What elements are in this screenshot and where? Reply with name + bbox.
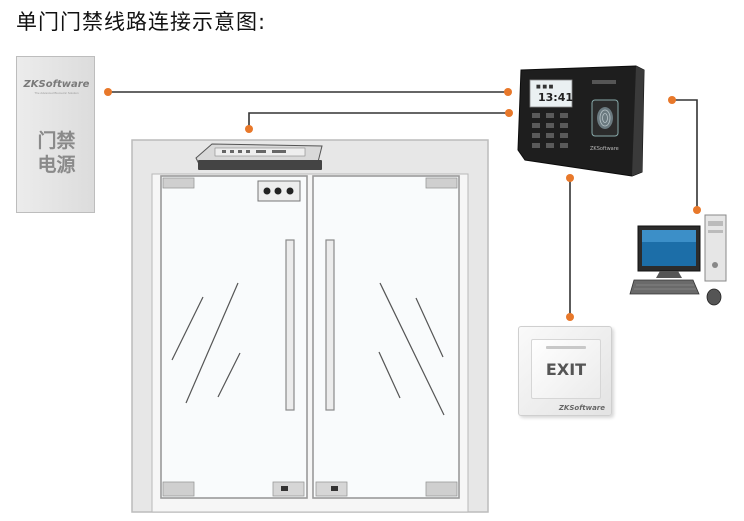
terminal-keypad <box>532 113 568 148</box>
exit-button-icon: EXIT ZKSoftware <box>518 326 612 416</box>
electric-lock-icon <box>195 143 323 202</box>
power-supply-tagline: The Advanced Biometric Solution <box>34 91 79 95</box>
handle-right <box>325 239 335 411</box>
diagram-title: 单门门禁线路连接示意图: <box>16 10 267 34</box>
door-icon <box>131 139 489 513</box>
exit-button-face: EXIT <box>531 339 601 399</box>
power-supply-brand: ZKSoftware <box>23 79 90 90</box>
wire-lock-to-terminal <box>248 112 509 128</box>
power-supply-label: 门禁 电源 <box>17 129 96 177</box>
power-supply-icon: ZKSoftware The Advanced Biometric Soluti… <box>16 56 95 213</box>
exit-button-brand: ZKSoftware <box>558 404 605 412</box>
exit-button-label: EXIT <box>545 360 587 379</box>
terminal-screen-time: 13:41 <box>538 91 573 104</box>
node-computer <box>693 206 701 214</box>
keyboard <box>629 279 700 295</box>
power-supply-label-line2: 电源 <box>37 154 76 176</box>
node-terminal-computer <box>668 96 676 104</box>
node-lock <box>245 125 253 133</box>
terminal-brand: ZKSoftware <box>590 146 619 152</box>
svg-text:■ ■ ■: ■ ■ ■ <box>536 84 554 90</box>
node-exit <box>566 313 574 321</box>
wire-terminal-to-computer <box>672 99 698 209</box>
terminal-screen <box>529 79 573 108</box>
mouse <box>706 288 722 306</box>
fingerprint-terminal-icon: ■ ■ ■ 13:41 ZKSoftware <box>517 65 645 177</box>
handle-left <box>285 239 295 411</box>
node-terminal-exit <box>566 174 574 182</box>
wire-nodes <box>104 88 701 321</box>
node-power <box>104 88 112 96</box>
computer-icon <box>629 214 727 306</box>
door-leaf-right <box>312 175 460 499</box>
node-terminal-lock <box>505 109 513 117</box>
power-supply-label-line1: 门禁 <box>37 130 76 152</box>
node-terminal-power <box>504 88 512 96</box>
wires <box>108 91 698 316</box>
door-leaf-left <box>160 175 308 499</box>
